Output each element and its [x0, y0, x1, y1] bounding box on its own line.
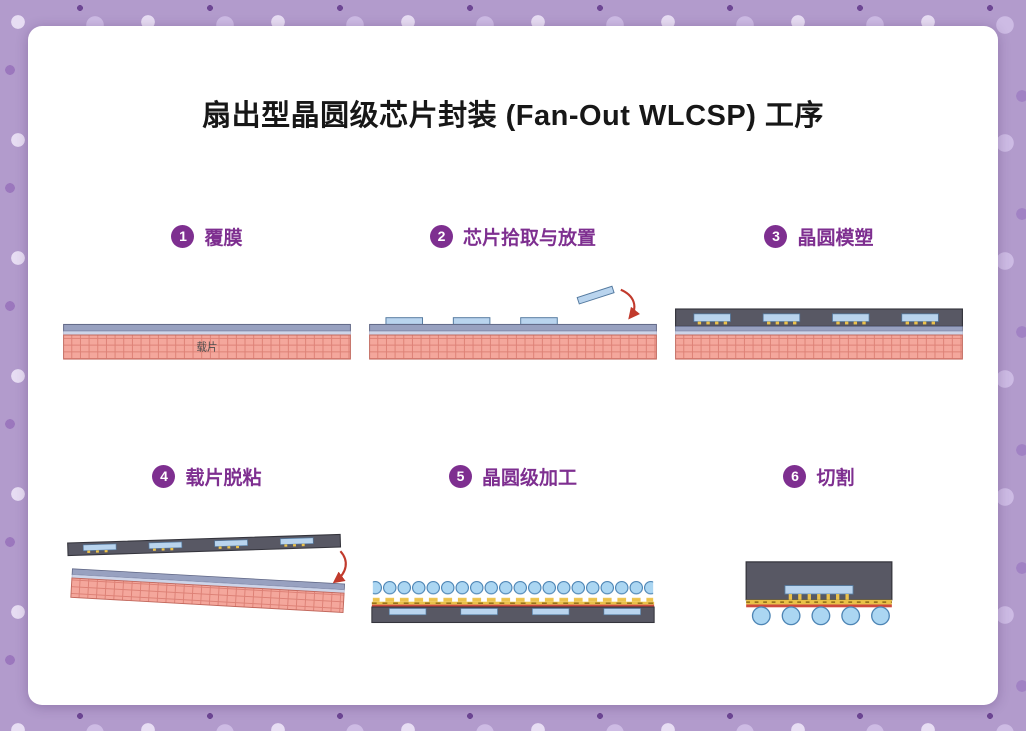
step-section-pick-place: 2 芯片拾取与放置: [368, 222, 658, 462]
embedded-chips: [693, 313, 939, 322]
molded-wafer: [67, 533, 342, 557]
step-number-badge: 6: [783, 464, 807, 488]
step-label: 晶圆级加工: [481, 467, 577, 489]
step-section-molding: 3 晶圆模塑: [674, 222, 964, 462]
carrier-layer: [369, 334, 657, 360]
step-section-dicing: 6 切割: [674, 462, 964, 638]
step-label: 覆膜: [204, 227, 243, 249]
mold-layer: [371, 606, 655, 624]
debonding-diagram: [67, 533, 347, 614]
adhesive-film-layer: [63, 323, 351, 336]
step-header: 6 切割: [783, 462, 855, 490]
step-label: 芯片拾取与放置: [462, 227, 596, 249]
rdl-bumping-diagram: [371, 578, 655, 624]
step-header: 3 晶圆模塑: [764, 222, 874, 250]
incoming-chip: [576, 285, 615, 305]
rdl-layer: [746, 599, 892, 608]
solder-balls: [751, 606, 890, 626]
mold-layer: [675, 308, 963, 327]
steps-grid: 1 覆膜 载片 2 芯片拾取与放置: [28, 222, 998, 638]
step-label: 载片脱粘: [185, 467, 262, 489]
carrier-layer: [675, 334, 963, 360]
pick-place-diagram: [369, 285, 657, 360]
chip-vias: [788, 594, 849, 600]
step-number-badge: 3: [764, 224, 788, 248]
embedded-chips: [82, 537, 314, 552]
solder-balls-row: [372, 578, 654, 603]
embedded-chips: [388, 608, 641, 616]
step-section-wafer-level-processing: 5 晶圆级加工: [368, 462, 658, 638]
rdl-layer: [371, 601, 655, 608]
step-label: 切割: [816, 467, 855, 489]
debond-arrow-icon: [332, 550, 347, 584]
mold-block: [745, 561, 893, 601]
lamination-diagram: 载片: [63, 323, 351, 360]
embedded-chip: [784, 585, 854, 595]
step-number-badge: 2: [429, 224, 453, 248]
step-label: 晶圆模塑: [797, 227, 874, 249]
step-number-badge: 1: [171, 224, 195, 248]
carrier-label: 载片: [196, 340, 217, 353]
step-section-debonding: 4 载片脱粘: [62, 462, 352, 638]
place-arrow-icon: [620, 288, 641, 320]
step-section-lamination: 1 覆膜 载片: [62, 222, 352, 462]
content-card: 扇出型晶圆级芯片封装 (Fan-Out WLCSP) 工序 1 覆膜 载片: [28, 26, 998, 705]
adhesive-film-layer: [675, 325, 963, 336]
molding-diagram: [675, 308, 963, 360]
step-header: 2 芯片拾取与放置: [429, 222, 596, 250]
step-header: 4 载片脱粘: [152, 462, 262, 490]
step-number-badge: 4: [152, 464, 176, 488]
released-carrier: [70, 568, 345, 614]
step-number-badge: 5: [448, 464, 472, 488]
step-header: 5 晶圆级加工: [448, 462, 577, 490]
carrier-layer: 载片: [63, 334, 351, 360]
singulation-diagram: [745, 561, 893, 626]
adhesive-film-layer: [369, 323, 657, 336]
step-header: 1 覆膜: [171, 222, 243, 250]
chip-pads: [697, 321, 935, 325]
page-title: 扇出型晶圆级芯片封装 (Fan-Out WLCSP) 工序: [202, 100, 824, 132]
chip-pads: [87, 543, 305, 553]
placed-chips: [385, 317, 558, 325]
